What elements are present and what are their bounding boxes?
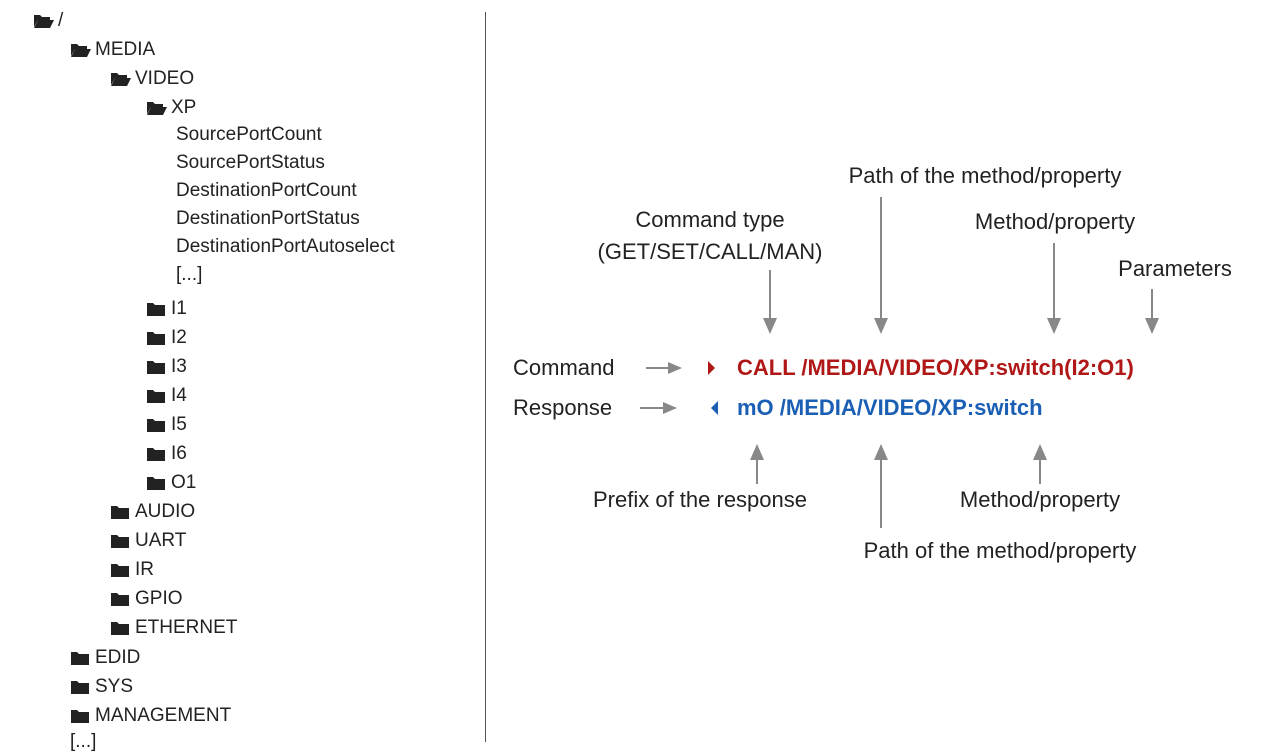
tree-leaf-more[interactable]: [...] xyxy=(176,262,202,288)
folder-icon xyxy=(146,359,167,375)
folder-icon xyxy=(70,679,91,695)
folder-open-icon xyxy=(146,100,167,116)
tree-node-i1[interactable]: I1 xyxy=(146,296,187,322)
tree-label: I6 xyxy=(171,443,187,464)
arrow-command-type xyxy=(763,270,777,334)
panel-divider xyxy=(485,12,486,742)
tree-label: [...] xyxy=(70,731,97,752)
tree-node-i6[interactable]: I6 xyxy=(146,441,187,467)
arrow-path-bottom xyxy=(874,444,888,528)
label-path-top: Path of the method/property xyxy=(848,163,1122,188)
tree-label: SYS xyxy=(95,676,134,697)
label-command: Command xyxy=(513,355,615,380)
tree-label: I3 xyxy=(171,356,187,377)
tree-label: I2 xyxy=(171,327,187,348)
folder-icon xyxy=(70,650,91,666)
arrow-path-top xyxy=(874,197,888,334)
tree-label: SourcePortCount xyxy=(176,124,322,145)
tree-node-i4[interactable]: I4 xyxy=(146,383,187,409)
arrow-prefix xyxy=(750,444,764,484)
tree-node-root[interactable]: / xyxy=(33,8,63,34)
tree-node-o1[interactable]: O1 xyxy=(146,470,196,496)
folder-open-icon xyxy=(70,42,91,58)
response-marker-icon xyxy=(711,401,718,415)
tree-label: UART xyxy=(135,530,187,551)
arrow-command-side xyxy=(646,362,682,374)
command-text: CALL /MEDIA/VIDEO/XP:switch(I2:O1) xyxy=(737,355,1134,380)
tree-label: IR xyxy=(135,559,154,580)
folder-icon xyxy=(110,533,131,549)
tree-node-xp[interactable]: XP xyxy=(146,95,196,121)
tree-leaf[interactable]: SourcePortCount xyxy=(176,122,322,148)
folder-icon xyxy=(146,330,167,346)
tree-node-uart[interactable]: UART xyxy=(110,528,186,554)
tree-node-sys[interactable]: SYS xyxy=(70,674,133,700)
tree-label: I4 xyxy=(171,385,187,406)
folder-icon xyxy=(110,504,131,520)
folder-icon xyxy=(110,591,131,607)
tree-node-audio[interactable]: AUDIO xyxy=(110,499,195,525)
tree-label: AUDIO xyxy=(135,501,196,522)
command-marker-icon xyxy=(708,361,715,375)
tree-leaf[interactable]: DestinationPortStatus xyxy=(176,206,360,232)
arrow-params xyxy=(1145,289,1159,334)
tree-node-i3[interactable]: I3 xyxy=(146,354,187,380)
label-command-type-values: (GET/SET/CALL/MAN) xyxy=(597,239,823,264)
folder-icon xyxy=(146,446,167,462)
response-text: mO /MEDIA/VIDEO/XP:switch xyxy=(737,395,1043,420)
tree-node-edid[interactable]: EDID xyxy=(70,645,140,671)
folder-open-icon xyxy=(110,71,131,87)
tree-node-media[interactable]: MEDIA xyxy=(70,37,155,63)
arrow-response-side xyxy=(640,402,677,414)
folder-icon xyxy=(110,562,131,578)
label-method-top: Method/property xyxy=(974,209,1136,234)
tree-label: VIDEO xyxy=(135,68,195,89)
tree-label: / xyxy=(58,10,64,31)
tree-leaf[interactable]: DestinationPortAutoselect xyxy=(176,234,395,260)
arrow-method-bottom xyxy=(1033,444,1047,484)
tree-label: DestinationPortAutoselect xyxy=(176,236,395,257)
tree-label: O1 xyxy=(171,472,197,493)
tree-label: I5 xyxy=(171,414,187,435)
arrow-method-top xyxy=(1047,243,1061,334)
tree-label: DestinationPortStatus xyxy=(176,208,360,229)
tree-node-video[interactable]: VIDEO xyxy=(110,66,194,92)
label-parameters: Parameters xyxy=(1118,256,1232,281)
label-method-bottom: Method/property xyxy=(959,487,1121,512)
tree-label: SourcePortStatus xyxy=(176,152,325,173)
folder-icon xyxy=(110,620,131,636)
folder-icon xyxy=(146,388,167,404)
folder-open-icon xyxy=(33,13,54,29)
label-command-type: Command type xyxy=(635,207,785,232)
tree-label: GPIO xyxy=(135,588,183,609)
tree-label: MEDIA xyxy=(95,39,156,60)
folder-icon xyxy=(70,708,91,724)
tree-label: [...] xyxy=(176,264,203,285)
folder-icon xyxy=(146,301,167,317)
label-response: Response xyxy=(513,395,613,420)
label-path-bottom: Path of the method/property xyxy=(863,538,1137,563)
tree-node-gpio[interactable]: GPIO xyxy=(110,586,183,612)
tree-leaf[interactable]: DestinationPortCount xyxy=(176,178,357,204)
folder-icon xyxy=(146,417,167,433)
tree-label: XP xyxy=(171,97,197,118)
tree-label: MANAGEMENT xyxy=(95,705,232,726)
folder-icon xyxy=(146,475,167,491)
tree-node-i5[interactable]: I5 xyxy=(146,412,187,438)
tree-label: EDID xyxy=(95,647,141,668)
tree-label: ETHERNET xyxy=(135,617,238,638)
tree-node-management[interactable]: MANAGEMENT xyxy=(70,703,231,729)
tree-node-i2[interactable]: I2 xyxy=(146,325,187,351)
tree-label: DestinationPortCount xyxy=(176,180,357,201)
tree-leaf[interactable]: SourcePortStatus xyxy=(176,150,325,176)
tree-leaf-more[interactable]: [...] xyxy=(70,729,96,755)
tree-node-ethernet[interactable]: ETHERNET xyxy=(110,615,237,641)
label-prefix: Prefix of the response xyxy=(592,487,807,512)
tree-label: I1 xyxy=(171,298,187,319)
tree-node-ir[interactable]: IR xyxy=(110,557,154,583)
